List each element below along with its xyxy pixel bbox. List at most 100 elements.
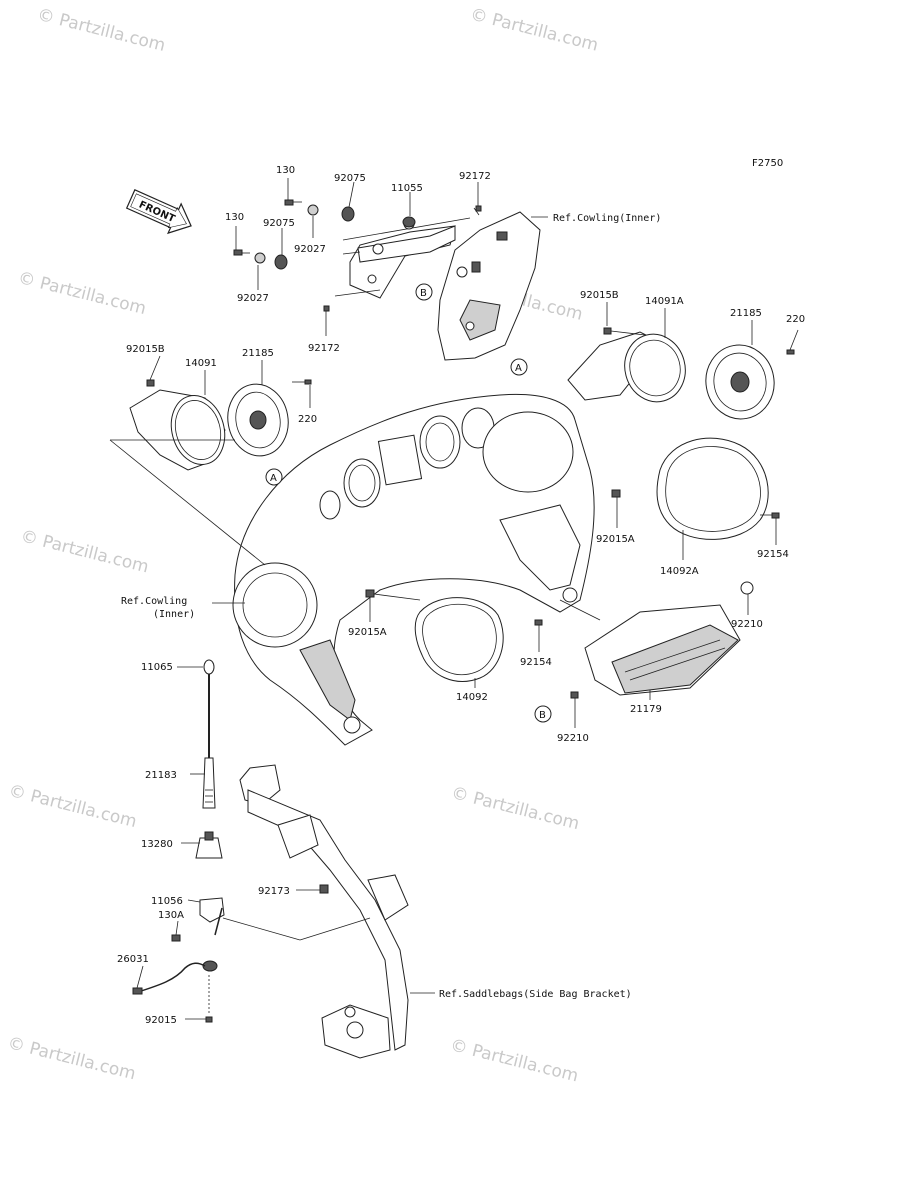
nut-92015 [205, 1016, 213, 1023]
label-92015B-left: 92015B [126, 344, 165, 355]
label-11065: 11065 [141, 662, 173, 673]
watermark-text: © Partzilla.com [35, 5, 167, 56]
label-92075-top: 92075 [334, 173, 366, 184]
audio-unit-21179 [559, 581, 754, 699]
right-speaker-group [567, 327, 795, 420]
callout-a-1: A [510, 358, 528, 376]
label-92027-bottom: 92027 [237, 293, 269, 304]
callout-b-1: B [415, 283, 433, 301]
callout-b-letter: B [420, 288, 427, 299]
label-92015: 92015 [145, 1015, 177, 1026]
label-14092A: 14092A [660, 566, 699, 577]
gauge-bezel [343, 458, 381, 508]
label-130-top: 130 [276, 165, 295, 176]
part-labels: 130 130 92075 92075 11055 92172 92027 92… [117, 165, 805, 1026]
speaker-cone [730, 371, 750, 393]
label-26031: 26031 [117, 954, 149, 965]
label-92154-right: 92154 [757, 549, 789, 560]
antenna-base-13280 [195, 837, 223, 859]
label-14091A: 14091A [645, 296, 684, 307]
label-92173: 92173 [258, 886, 290, 897]
bolt-92172 [475, 205, 482, 212]
bracket-hole [344, 1006, 356, 1018]
label-130A: 130A [158, 910, 184, 921]
ref-cowling-inner-top: Ref.Cowling(Inner) [553, 213, 661, 224]
ref-cowling-inner-left-1: Ref.Cowling [121, 596, 187, 607]
front-arrow-icon: FRONT [125, 189, 192, 235]
callout-b-letter: B [539, 710, 546, 721]
fairing-hole [562, 587, 578, 603]
leader-lines [136, 178, 799, 1020]
label-21179: 21179 [630, 704, 662, 715]
nut-92015A-right [611, 489, 621, 498]
callout-a-2: A [265, 468, 283, 486]
ref-cowling-inner-left-2: (Inner) [153, 609, 195, 620]
watermark-text: © Partzilla.com [6, 1033, 138, 1084]
label-130-left: 130 [225, 212, 244, 223]
label-11055: 11055 [391, 183, 423, 194]
cowling-tab [496, 231, 508, 241]
label-92027-mid: 92027 [294, 244, 326, 255]
cowling-hole [456, 266, 468, 278]
bolt-130A [171, 934, 181, 942]
screw-92154-right [771, 512, 780, 519]
saddlebag-bracket [239, 764, 409, 1059]
collar-92027 [254, 252, 266, 264]
speaker-opening-left [232, 562, 318, 648]
label-14091: 14091 [185, 358, 217, 369]
upper-hardware [233, 199, 482, 320]
speaker-ring-14092A [611, 437, 780, 540]
antenna-bracket-11056 [199, 897, 225, 923]
label-92210-right: 92210 [731, 619, 763, 630]
watermark-text: © Partzilla.com [912, 2, 916, 53]
label-21185-left: 21185 [242, 348, 274, 359]
label-92154-center: 92154 [520, 657, 552, 668]
bracket-hole [372, 243, 384, 255]
watermark-text: © Partzilla.com [449, 783, 581, 834]
nut-92015A-center [365, 589, 375, 598]
fairing-hole [343, 716, 361, 734]
speaker-grille-14091A [624, 333, 686, 403]
watermark-text: © Partzilla.com [468, 5, 600, 56]
cable-connector-26031 [132, 987, 143, 995]
screw-92154-center [534, 619, 543, 626]
screw-92210 [740, 581, 754, 595]
label-92015B-right: 92015B [580, 290, 619, 301]
watermark-text: © Partzilla.com [448, 1035, 580, 1086]
grommet-11055 [402, 216, 416, 228]
bracket-hole [367, 274, 377, 284]
bolt-130-top [284, 199, 294, 206]
antenna-assembly [132, 659, 225, 1023]
label-92015A-right: 92015A [596, 534, 635, 545]
cowling-tab [471, 261, 481, 273]
ref-saddlebags: Ref.Saddlebags(Side Bag Bracket) [439, 989, 632, 1000]
inner-fairing [109, 393, 595, 746]
gauge-bezel [319, 490, 341, 520]
display-window [377, 434, 423, 486]
label-11056: 11056 [151, 896, 183, 907]
label-92172-bottom: 92172 [308, 343, 340, 354]
label-220-left: 220 [298, 414, 317, 425]
antenna-cable-nut [202, 960, 218, 972]
cowling-inner-top [437, 211, 541, 361]
antenna-cap-11065 [203, 659, 215, 675]
label-92172-top: 92172 [459, 171, 491, 182]
speaker-cone [249, 410, 267, 430]
nut-92015B-right [603, 327, 612, 335]
antenna-base-nut [204, 831, 214, 841]
label-21185-right: 21185 [730, 308, 762, 319]
nut-92015B-left [146, 379, 155, 387]
figure-code: F2750 [752, 158, 783, 169]
label-92015A-center: 92015A [348, 627, 387, 638]
grommet-92075 [274, 254, 288, 270]
screw-220-right [786, 349, 795, 355]
antenna-mast-21183 [202, 757, 216, 809]
label-92210-bottom: 92210 [557, 733, 589, 744]
label-220-right: 220 [786, 314, 805, 325]
callout-a-letter: A [515, 363, 522, 374]
bolt-92172 [323, 305, 330, 312]
screw-92210 [570, 691, 579, 699]
callout-a-letter: A [270, 473, 277, 484]
callout-b-2: B [534, 705, 552, 723]
